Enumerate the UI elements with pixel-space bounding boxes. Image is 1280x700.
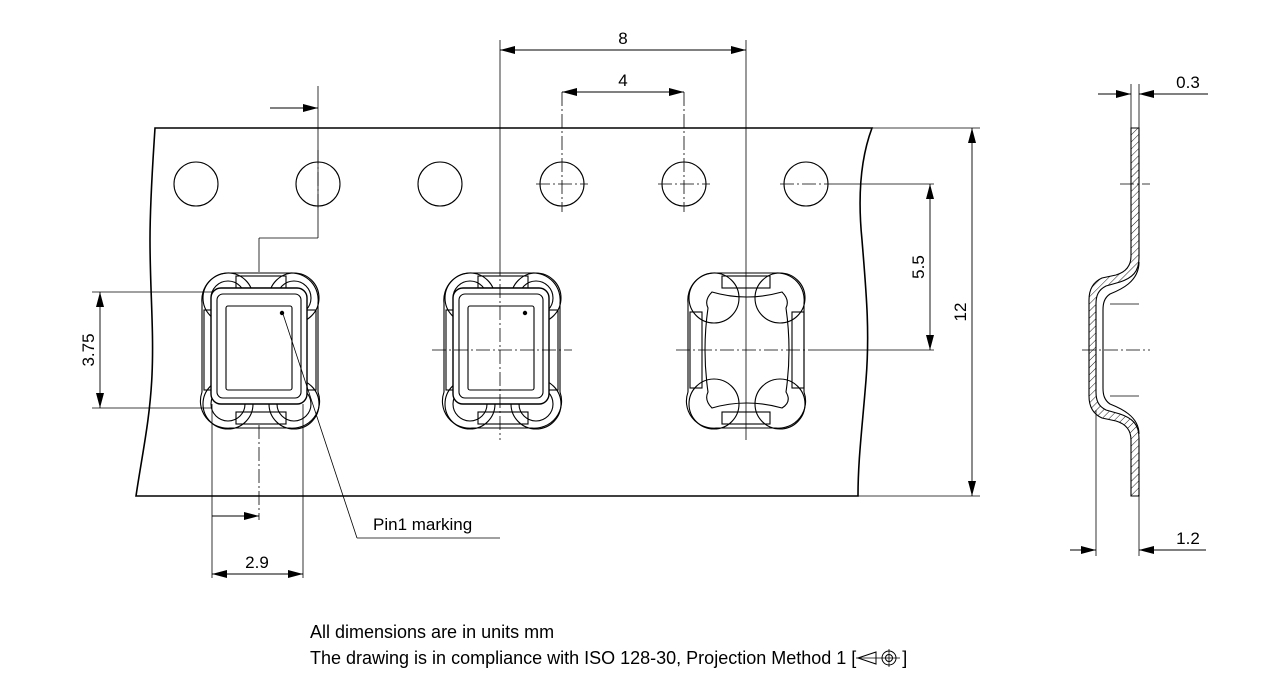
dim-cavity-offset	[212, 512, 303, 578]
dim-cavity-height-label: 3.75	[79, 333, 98, 366]
dim-thickness-label: 0.3	[1176, 73, 1200, 92]
dim-cavity-height	[92, 291, 212, 409]
cavity-2	[432, 262, 572, 440]
cavity-3	[676, 272, 934, 430]
projection-method-icon	[856, 649, 901, 667]
component-1	[210, 287, 308, 405]
cavity-1-construction	[211, 86, 319, 578]
hole-centerlines	[317, 92, 934, 212]
units-note: All dimensions are in units mm	[310, 622, 555, 642]
dim-depth-label: 1.2	[1176, 529, 1200, 548]
dim-pitch-label: 8	[618, 29, 627, 48]
standard-note: The drawing is in compliance with ISO 12…	[310, 648, 907, 669]
sprocket-holes	[173, 161, 829, 207]
dim-hole-pitch-label: 4	[618, 71, 627, 90]
pin1-leader	[282, 313, 500, 539]
standard-note-text: The drawing is in compliance with ISO 12…	[310, 648, 857, 668]
dim-pitch	[499, 40, 747, 440]
dim-center-offset	[926, 184, 934, 350]
ref-arrow-top	[270, 104, 318, 112]
cavity-1	[199, 272, 321, 430]
tape-outline	[135, 127, 874, 497]
standard-note-close: ]	[902, 648, 908, 668]
side-view	[1070, 84, 1208, 556]
dim-tape-width-label: 12	[951, 303, 970, 322]
component-2	[452, 287, 550, 405]
dim-tape-width	[858, 127, 980, 497]
side-section	[1088, 127, 1140, 497]
dim-hole-pitch	[562, 88, 684, 96]
dim-center-offset-label: 5.5	[909, 255, 928, 279]
pin1-label: Pin1 marking	[373, 515, 472, 534]
dim-cavity-offset-label: 2.9	[245, 553, 269, 572]
